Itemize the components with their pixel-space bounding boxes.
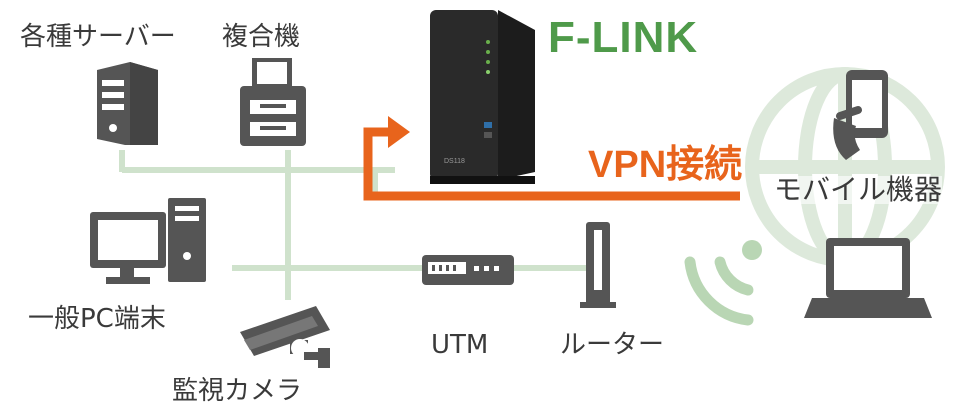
laptop-icon: [804, 238, 932, 318]
vpn-label: VPN接続: [588, 144, 743, 186]
mobile-label: モバイル機器: [774, 173, 943, 206]
brand-name: F-LINK: [548, 13, 699, 62]
mfp-label: 複合機: [222, 22, 301, 52]
vpn-line: [363, 116, 740, 201]
server-icon: [97, 62, 158, 145]
nas-model-label: DS118: [444, 158, 465, 165]
pc-icon: [90, 198, 206, 284]
pc-label: 一般PC端末: [28, 304, 166, 334]
router-icon: [580, 222, 616, 308]
nas-device-icon: [430, 10, 535, 184]
mfp-icon: [240, 58, 306, 146]
globe-icon: [745, 67, 945, 267]
utm-icon: [422, 255, 514, 285]
lan-lines: [119, 150, 588, 300]
wifi-icon: [684, 240, 762, 326]
server-label: 各種サーバー: [20, 22, 176, 52]
camera-icon: [240, 306, 330, 368]
camera-label: 監視カメラ: [172, 376, 303, 406]
router-label: ルーター: [560, 330, 665, 360]
smartphone-icon: [833, 70, 888, 160]
utm-label: UTM: [431, 330, 489, 360]
